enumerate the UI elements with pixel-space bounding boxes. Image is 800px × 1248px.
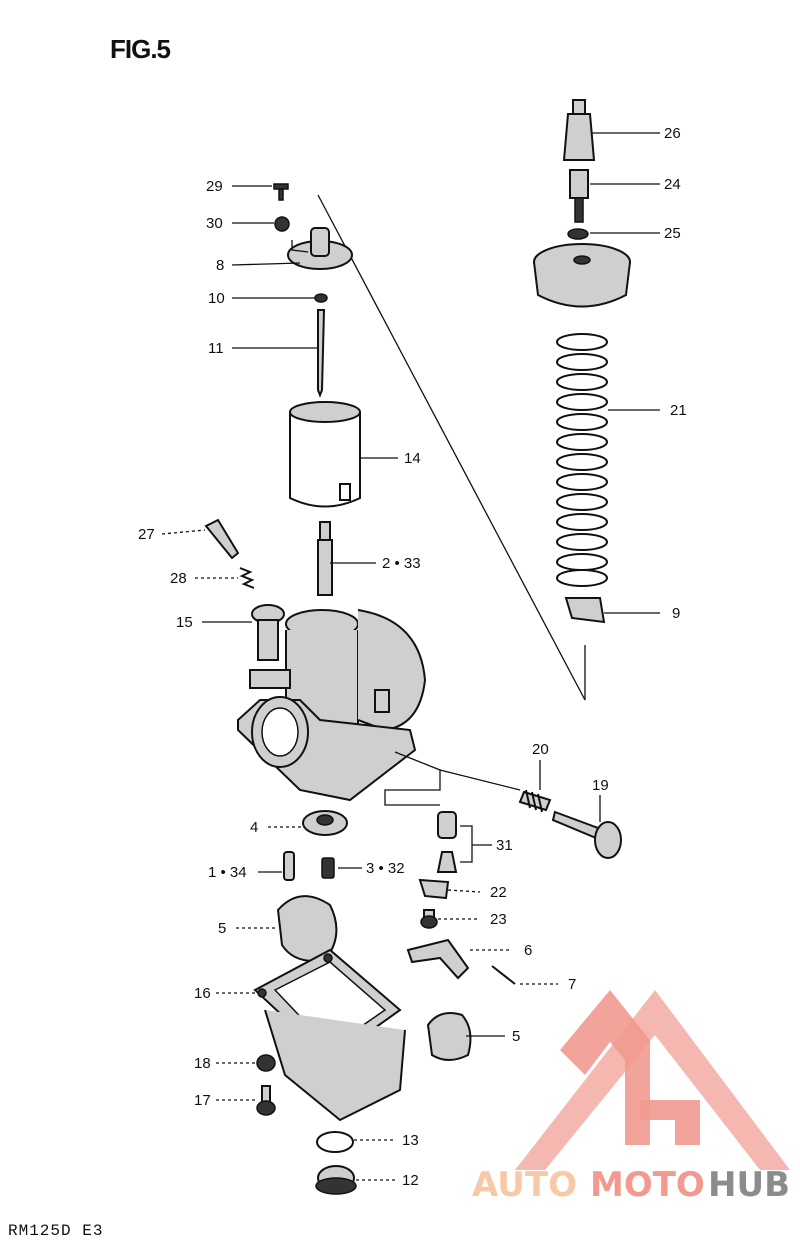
- label-part-31: 31: [496, 837, 513, 854]
- routing-line-2: [439, 769, 521, 791]
- figure-title: FIG.5: [110, 34, 171, 64]
- label-part-28: 28: [170, 570, 187, 587]
- screw-23-icon: [420, 909, 438, 929]
- seat-9-icon: [564, 597, 606, 624]
- label-part-19: 19: [592, 777, 609, 794]
- washer-4-icon: [302, 810, 348, 836]
- label-part-18: 18: [194, 1055, 211, 1072]
- float-5-icon: [276, 895, 338, 962]
- label-part-24: 24: [664, 176, 681, 193]
- watermark-moto: MOTO: [590, 1165, 705, 1205]
- spring-20-icon: [518, 789, 552, 813]
- label-part-22: 22: [490, 884, 507, 901]
- label-part-12: 12: [402, 1172, 419, 1189]
- carburetor-body-icon: [237, 609, 427, 802]
- label-part-27: 27: [138, 526, 155, 543]
- label-part-10: 10: [208, 290, 225, 307]
- label-part-13: 13: [402, 1132, 419, 1149]
- label-part-16: 16: [194, 985, 211, 1002]
- label-part-26: 26: [664, 125, 681, 142]
- screw-17-icon: [256, 1085, 276, 1116]
- nut-18-icon: [256, 1054, 276, 1072]
- screw-29-icon: [273, 183, 289, 201]
- model-code: RM125D E3: [8, 1222, 104, 1240]
- label-part-21: 21: [670, 402, 687, 419]
- label-part-23: 23: [490, 911, 507, 928]
- air-screw-19-icon: [551, 810, 622, 859]
- label-part-3-32: 3 • 32: [366, 860, 405, 877]
- label-part-15: 15: [176, 614, 193, 631]
- label-part-17: 17: [194, 1092, 211, 1109]
- pin-7-icon: [491, 965, 516, 985]
- label-part-29: 29: [206, 178, 223, 195]
- adjuster-24-icon: [569, 169, 589, 223]
- jet-31-icon: [436, 811, 458, 873]
- label-part-30: 30: [206, 215, 223, 232]
- label-part-11: 11: [208, 340, 224, 357]
- label-part-5b: 5: [512, 1028, 520, 1045]
- nut-30-icon: [274, 216, 290, 232]
- label-part-4: 4: [250, 819, 258, 836]
- throttle-slide-14-icon: [289, 401, 361, 508]
- cap-15-icon: [251, 604, 285, 661]
- spring-28-icon: [239, 567, 255, 589]
- label-part-25: 25: [664, 225, 681, 242]
- label-part-2-33: 2 • 33: [382, 555, 421, 572]
- label-part-7: 7: [568, 976, 576, 993]
- clip-22-icon: [418, 878, 450, 900]
- watermark-hub: HUB: [708, 1165, 790, 1205]
- main-jet-2-icon: [317, 521, 333, 596]
- top-cap-icon: [533, 243, 631, 308]
- label-part-14: 14: [404, 450, 421, 467]
- label-part-20: 20: [532, 741, 549, 758]
- watermark-logo-icon: [515, 990, 790, 1170]
- spring-21-icon: [556, 333, 608, 587]
- reference-line: [317, 194, 586, 701]
- o-ring-13-icon: [316, 1131, 354, 1153]
- label-part-8: 8: [216, 257, 224, 274]
- jet-1-icon: [283, 851, 295, 881]
- nut-25-icon: [567, 228, 589, 240]
- routing-line: [384, 751, 441, 806]
- label-part-6: 6: [524, 942, 532, 959]
- label-part-9: 9: [672, 605, 680, 622]
- leader-lines: [161, 132, 660, 1181]
- label-part-5a: 5: [218, 920, 226, 937]
- plate-8-icon: [287, 227, 353, 270]
- float-arm-6-icon: [406, 938, 470, 980]
- clip-10-icon: [314, 293, 328, 303]
- plug-12-icon: [315, 1165, 357, 1195]
- cap-26-icon: [562, 99, 596, 161]
- jet-3-icon: [321, 857, 335, 879]
- float-chamber-16-icon: [253, 948, 406, 1122]
- label-part-1-34: 1 • 34: [208, 864, 247, 881]
- screw-27-icon: [204, 518, 240, 560]
- needle-11-icon: [317, 309, 326, 398]
- watermark-auto: AUTO: [472, 1165, 577, 1205]
- float-5b-icon: [426, 1012, 472, 1061]
